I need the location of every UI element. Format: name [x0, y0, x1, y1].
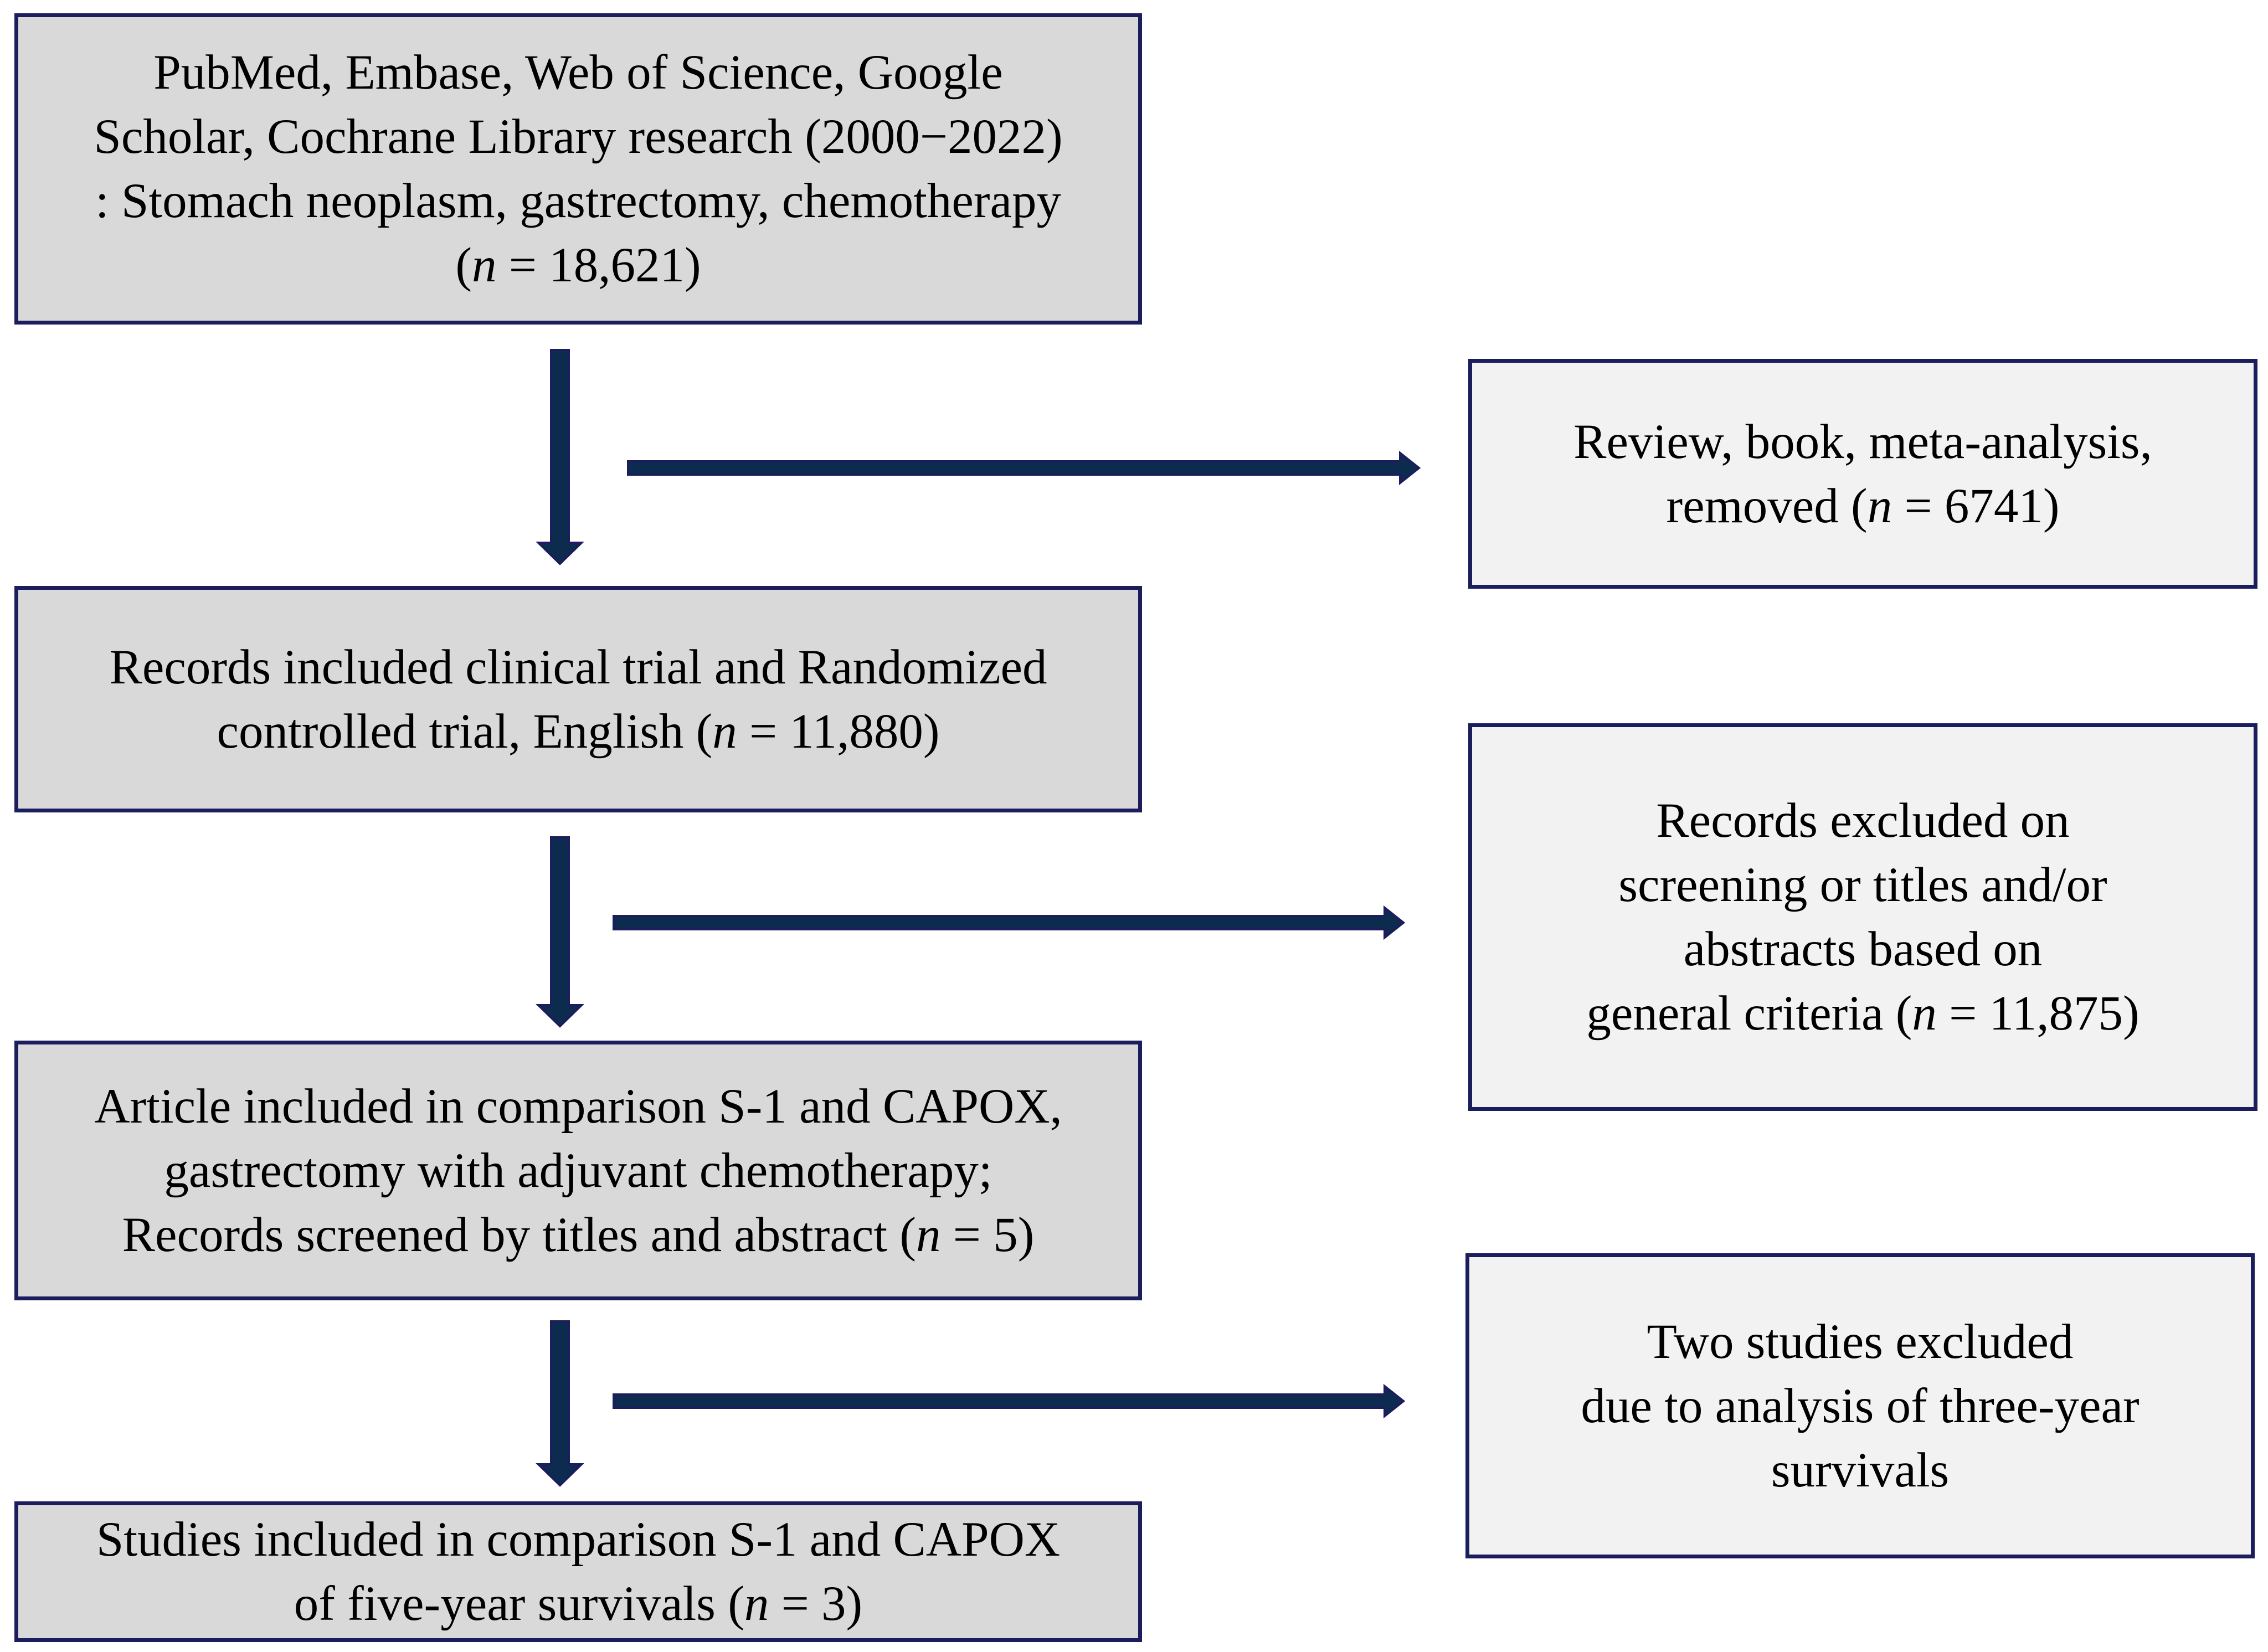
rct-records-box: Records included clinical trial and Rand…	[14, 586, 1142, 812]
excluded-screening-line-1: Records excluded on	[1656, 794, 2070, 848]
final-studies-box: Studies included in comparison S-1 and C…	[14, 1501, 1142, 1642]
down-arrow-3	[536, 1320, 584, 1487]
down-arrow-1	[536, 349, 584, 565]
excluded-reviews-line-1: Review, book, meta-analysis,	[1573, 414, 2152, 469]
excluded-screening-count-var: n	[1912, 986, 1937, 1041]
right-arrow-1	[627, 450, 1421, 486]
search-count-line: (n = 18,621)	[455, 233, 701, 297]
comparison-line-2: gastrectomy with adjuvant chemotherapy;	[164, 1143, 992, 1198]
comparison-count-value: = 5)	[940, 1207, 1035, 1262]
rct-line-2: controlled trial, English (	[217, 704, 713, 759]
search-count-value: = 18,621)	[496, 238, 701, 292]
final-line-1: Studies included in comparison S-1 and C…	[96, 1512, 1061, 1567]
search-line-2: Scholar, Cochrane Library research (2000…	[94, 110, 1063, 164]
right-arrow-2	[613, 905, 1406, 940]
comparison-count-line: Records screened by titles and abstract …	[122, 1203, 1035, 1267]
excluded-reviews-count-var: n	[1867, 478, 1892, 533]
excluded-reviews-line-2: removed (	[1666, 478, 1868, 533]
excluded-screening-line-4: general criteria (	[1586, 986, 1912, 1041]
search-line-1: PubMed, Embase, Web of Science, Google	[153, 45, 1003, 100]
excluded-screening-box: Records excluded on screening or titles …	[1468, 723, 2257, 1111]
comparison-line-1: Article included in comparison S-1 and C…	[94, 1079, 1062, 1134]
final-count-var: n	[744, 1577, 769, 1631]
rct-count-var: n	[712, 704, 737, 759]
excluded-reviews-count-value: = 6741)	[1892, 478, 2060, 533]
rct-line-1: Records included clinical trial and Rand…	[109, 640, 1047, 694]
excluded-screening-line-2: screening or titles and/or	[1618, 858, 2107, 912]
comparison-line-3: Records screened by titles and abstract …	[122, 1207, 916, 1262]
excluded-screening-count-line: general criteria (n = 11,875)	[1586, 981, 2139, 1046]
final-line-2: of five-year survivals (	[294, 1577, 744, 1631]
excluded-three-year-box: Two studies excluded due to analysis of …	[1465, 1253, 2255, 1558]
search-count-var: n	[472, 238, 497, 292]
excluded-screening-line-3: abstracts based on	[1683, 922, 2043, 976]
search-sources-box: PubMed, Embase, Web of Science, Google S…	[14, 13, 1142, 325]
search-count-prefix: (	[455, 238, 472, 292]
comparison-articles-box: Article included in comparison S-1 and C…	[14, 1041, 1142, 1300]
rct-count-line: controlled trial, English (n = 11,880)	[217, 699, 939, 764]
final-count-line: of five-year survivals (n = 3)	[294, 1572, 862, 1636]
excluded-screening-count-value: = 11,875)	[1936, 986, 2140, 1041]
excluded-three-year-line-1: Two studies excluded	[1647, 1314, 2074, 1369]
rct-count-value: = 11,880)	[737, 704, 940, 759]
excluded-three-year-line-2: due to analysis of three-year	[1581, 1378, 2140, 1433]
excluded-reviews-box: Review, book, meta-analysis, removed (n …	[1468, 359, 2257, 589]
down-arrow-2	[536, 836, 584, 1028]
comparison-count-var: n	[916, 1207, 941, 1262]
excluded-three-year-line-3: survivals	[1771, 1443, 1950, 1497]
right-arrow-3	[613, 1383, 1406, 1419]
excluded-reviews-count-line: removed (n = 6741)	[1666, 474, 2059, 538]
search-line-3: : Stomach neoplasm, gastrectomy, chemoth…	[95, 174, 1062, 228]
final-count-value: = 3)	[769, 1577, 863, 1631]
